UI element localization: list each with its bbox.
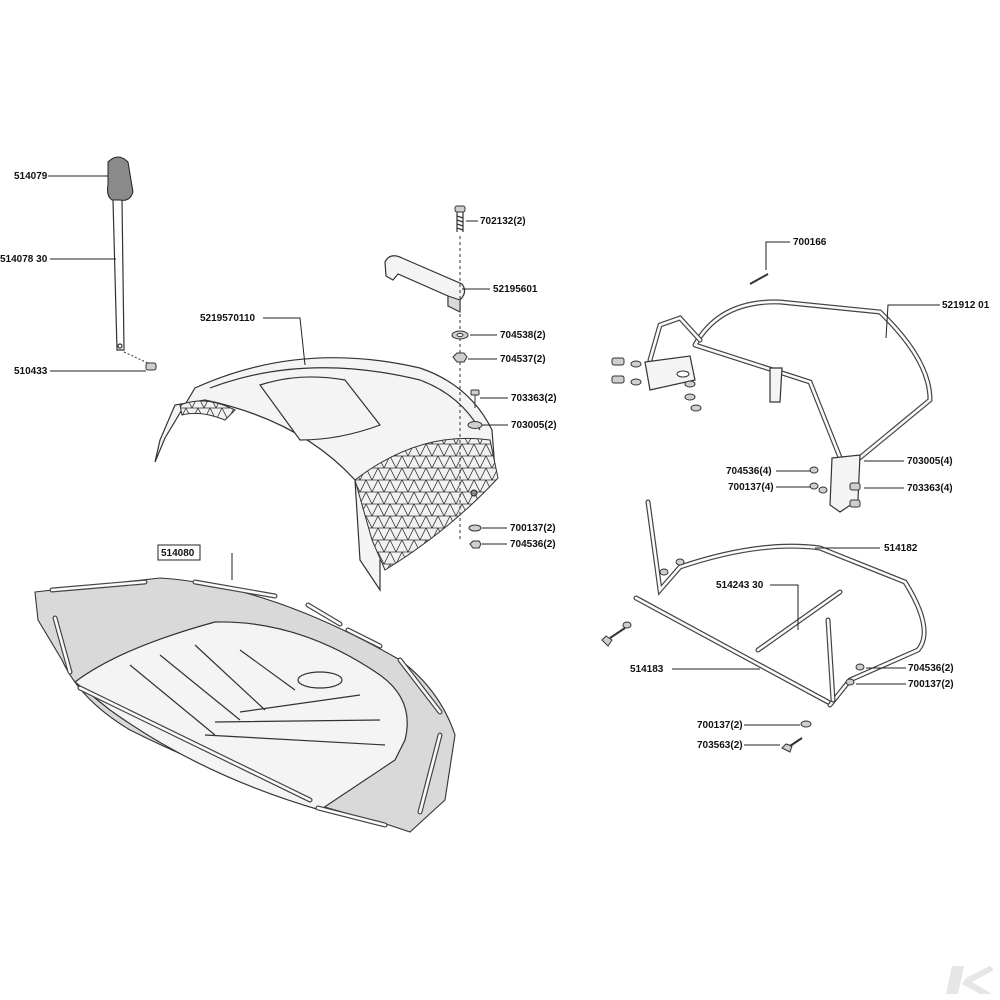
label-703005-b: 703005(4)	[907, 456, 953, 467]
label-704536-a: 704536(2)	[510, 539, 556, 550]
label-700137-a: 700137(2)	[510, 523, 556, 534]
label-521912-01: 521912 01	[942, 300, 990, 311]
label-514183: 514183	[630, 664, 664, 675]
label-514080: 514080	[161, 548, 195, 559]
label-52195601: 52195601	[493, 284, 538, 295]
frame-fasteners-part	[611, 357, 861, 508]
label-700137-d: 700137(2)	[697, 720, 743, 731]
bolt-702132-part	[454, 205, 466, 232]
label-704536-b: 704536(4)	[726, 466, 772, 477]
label-box-514080	[157, 544, 201, 561]
handle-grip-part	[107, 156, 134, 201]
label-700137-b: 700137(4)	[728, 482, 774, 493]
label-700166: 700166	[793, 237, 827, 248]
label-702132: 702132(2)	[480, 216, 526, 227]
pin-510433-part	[123, 351, 157, 371]
label-703005-a: 703005(2)	[511, 420, 557, 431]
label-704536-c: 704536(2)	[908, 663, 954, 674]
handle-rod-part	[112, 199, 125, 351]
washers-nuts-part	[451, 330, 483, 549]
label-514078-30: 514078 30	[0, 254, 48, 265]
part-labels: 514079 514078 30 510433 702132(2) 521956…	[0, 171, 990, 751]
label-703563: 703563(2)	[697, 740, 743, 751]
label-510433: 510433	[14, 366, 48, 377]
carry-handle-part	[384, 255, 466, 313]
label-704538: 704538(2)	[500, 330, 546, 341]
label-700137-c: 700137(2)	[908, 679, 954, 690]
hood-cover-part	[154, 357, 499, 592]
lower-fasteners-part	[601, 558, 865, 753]
label-514243-30: 514243 30	[716, 580, 764, 591]
label-514079: 514079	[14, 171, 48, 182]
leader-lines	[48, 175, 940, 746]
k-brand-logo-icon	[946, 966, 994, 994]
upper-frame-part	[644, 273, 933, 513]
label-514182: 514182	[884, 543, 918, 554]
label-703363-b: 703363(4)	[907, 483, 953, 494]
label-704537: 704537(2)	[500, 354, 546, 365]
lower-frame-part	[633, 499, 927, 708]
deck-tray-part	[34, 577, 456, 833]
label-5219570110: 5219570110	[200, 313, 256, 324]
label-703363-a: 703363(2)	[511, 393, 557, 404]
